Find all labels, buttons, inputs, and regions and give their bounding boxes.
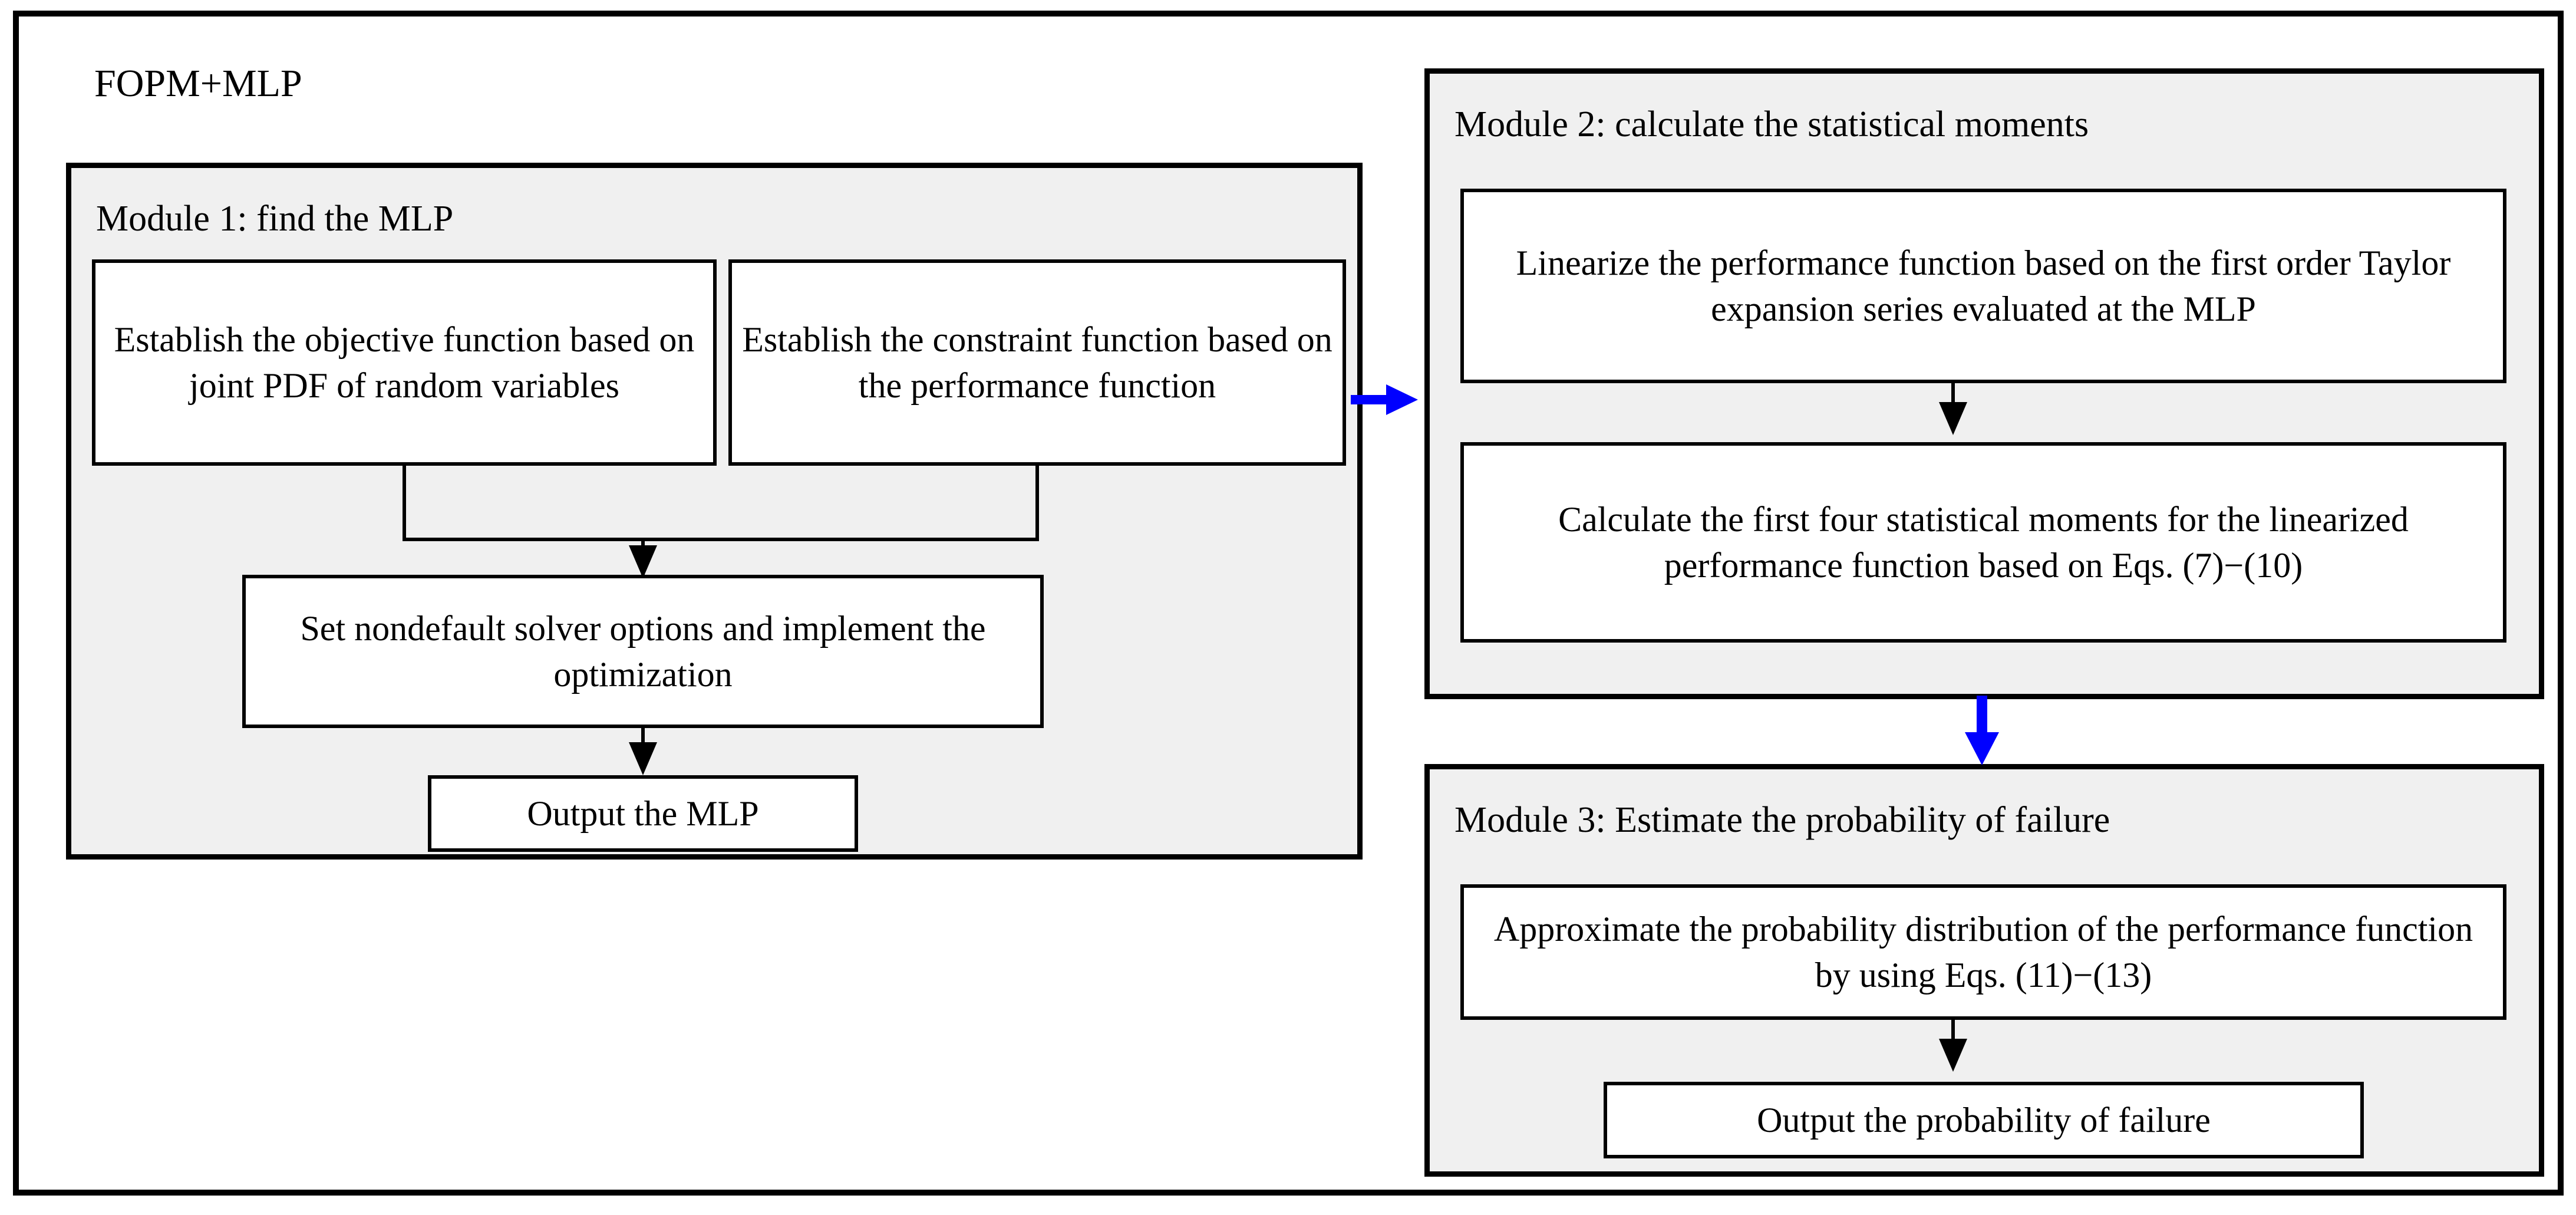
- box-output-probability-of-failure: Output the probability of failure: [1604, 1082, 2364, 1158]
- arrow-down-icon: [1965, 696, 1999, 765]
- box-text: Output the probability of failure: [1757, 1101, 2211, 1140]
- connector-line-merge-bar: [403, 538, 1039, 541]
- arrow-right-icon: [1351, 384, 1418, 415]
- module-1-title: Module 1: find the MLP: [96, 199, 454, 239]
- box-set-solver-options: Set nondefault solver options and implem…: [242, 575, 1044, 728]
- module-1-container: Module 1: find the MLP Establish the obj…: [66, 163, 1363, 860]
- box-text: Establish the objective function based o…: [114, 320, 695, 405]
- box-text: Output the MLP: [527, 794, 759, 833]
- box-linearize-performance-function: Linearize the performance function based…: [1460, 189, 2506, 383]
- connector-line-objective-drop: [403, 466, 406, 541]
- box-output-the-mlp: Output the MLP: [428, 775, 858, 852]
- diagram-title: FOPM+MLP: [94, 62, 302, 105]
- box-text: Calculate the first four statistical mom…: [1558, 500, 2409, 585]
- module-3-title: Module 3: Estimate the probability of fa…: [1454, 800, 2110, 840]
- module-2-container: Module 2: calculate the statistical mome…: [1424, 68, 2544, 699]
- connector-line-linearize-to-moments: [1951, 383, 1955, 414]
- box-text: Linearize the performance function based…: [1516, 243, 2451, 328]
- box-approximate-probability-distribution: Approximate the probability distribution…: [1460, 884, 2506, 1020]
- box-text: Approximate the probability distribution…: [1493, 910, 2473, 995]
- box-text: Establish the constraint function based …: [742, 320, 1332, 405]
- box-establish-constraint-function: Establish the constraint function based …: [728, 259, 1346, 466]
- box-establish-objective-function: Establish the objective function based o…: [92, 259, 717, 466]
- box-calculate-statistical-moments: Calculate the first four statistical mom…: [1460, 442, 2506, 643]
- outer-frame: FOPM+MLP Module 1: find the MLP Establis…: [13, 11, 2564, 1196]
- module-2-title: Module 2: calculate the statistical mome…: [1454, 104, 2089, 144]
- connector-line-approx-to-output: [1951, 1020, 1955, 1051]
- connector-line-constraint-drop: [1035, 466, 1039, 541]
- module-3-container: Module 3: Estimate the probability of fa…: [1424, 764, 2544, 1177]
- arrow-down-icon: [629, 545, 657, 578]
- arrow-down-icon: [1939, 402, 1967, 435]
- arrow-down-icon: [1939, 1039, 1967, 1072]
- arrow-down-icon: [629, 742, 657, 775]
- box-text: Set nondefault solver options and implem…: [300, 609, 986, 694]
